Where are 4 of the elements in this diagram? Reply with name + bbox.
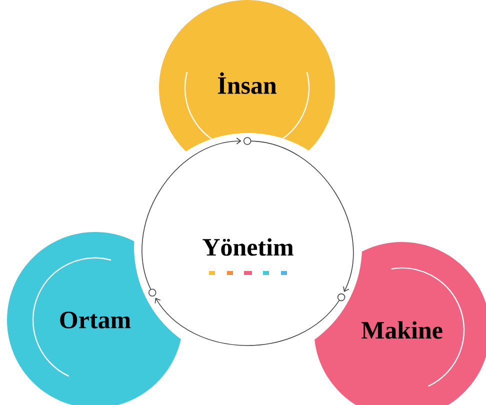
cycle-arrow — [243, 137, 354, 292]
cycle-arrow — [142, 138, 242, 297]
cycle-arrow — [154, 293, 346, 346]
center-label: Yönetim — [202, 238, 294, 275]
